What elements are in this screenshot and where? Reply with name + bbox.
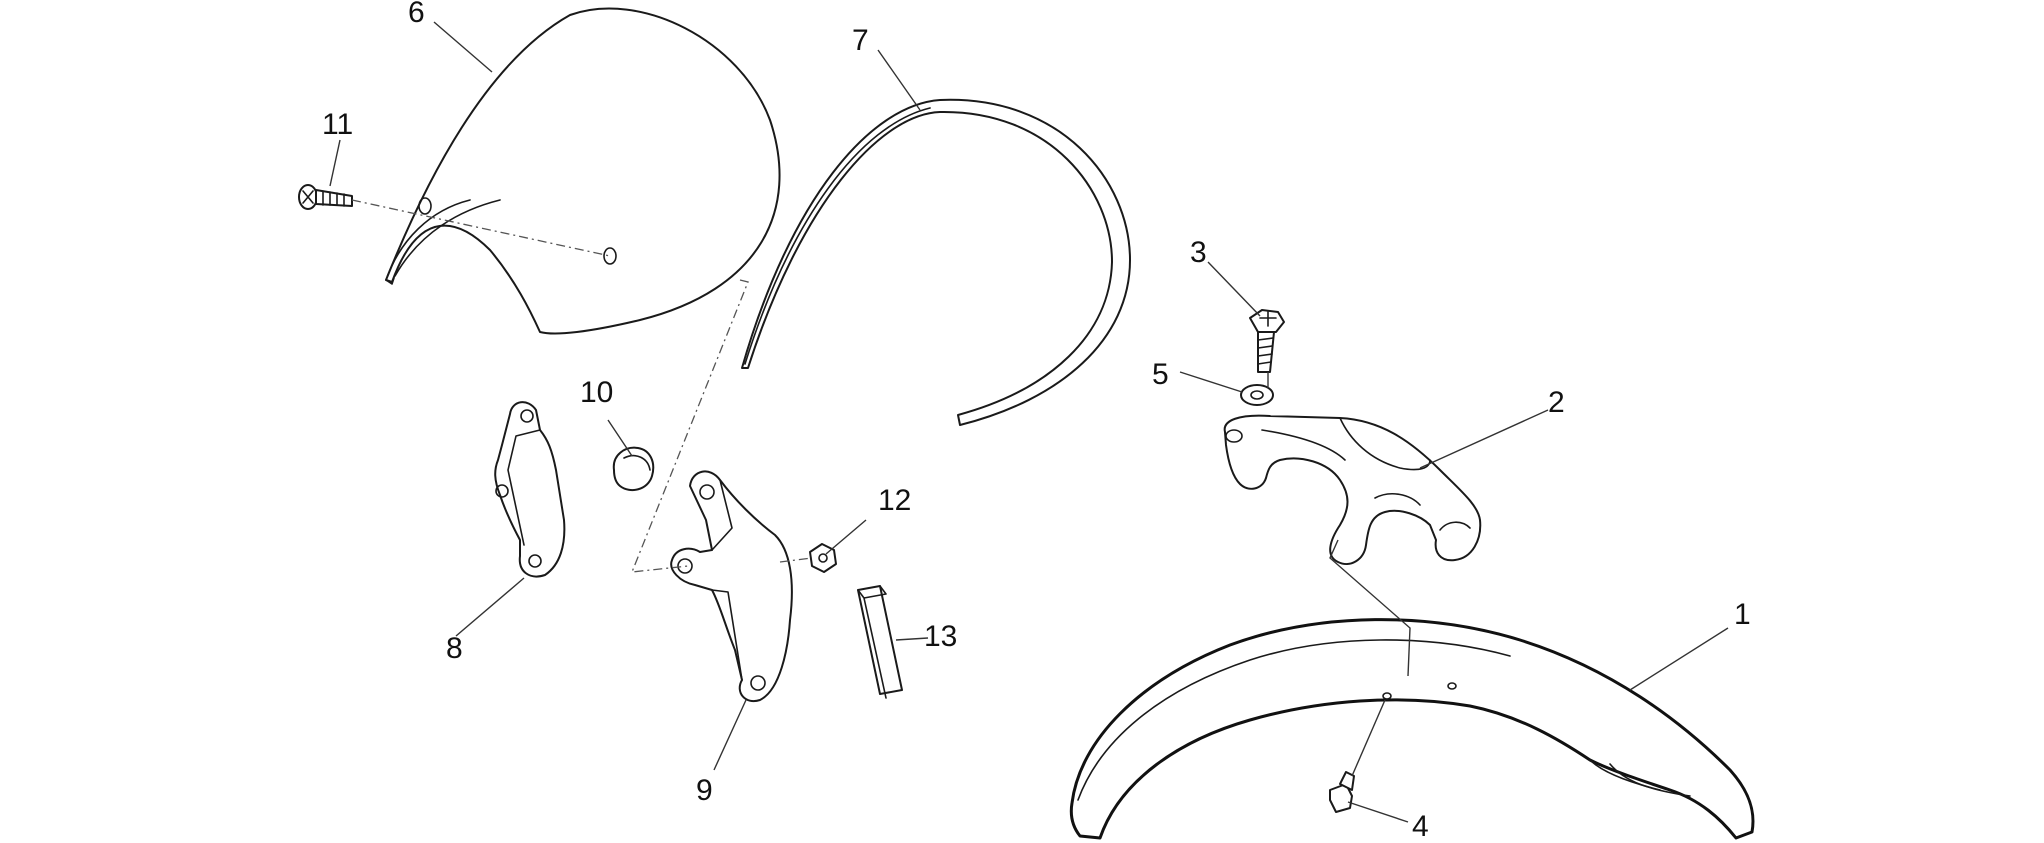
callout-3: 3 [1190,236,1207,269]
callout-9: 9 [696,774,713,807]
callout-leaders [329,21,1729,823]
washer-part[interactable] [1240,384,1274,406]
callout-7: 7 [852,24,869,57]
callout-2: 2 [1548,386,1565,419]
callout-11: 11 [322,108,353,141]
screw-part[interactable] [1329,771,1355,813]
rubber-pad-part[interactable] [857,585,903,699]
front-mudguard-part[interactable] [1069,618,1755,840]
callout-6: 6 [408,0,425,29]
callout-1: 1 [1734,598,1751,631]
callout-labels: 6 7 11 10 3 5 2 8 12 13 9 1 4 [322,0,1751,843]
left-windshield-bracket-part[interactable] [494,401,566,578]
mudguard-bracket-part[interactable] [1223,414,1482,565]
windshield-edge-trim-part[interactable] [741,98,1131,426]
callout-4: 4 [1412,810,1429,843]
callout-8: 8 [446,632,463,665]
windshield-part[interactable] [385,7,781,335]
callout-10: 10 [580,376,613,409]
rubber-grommet-part[interactable] [612,446,655,492]
bolt-part[interactable] [1249,309,1285,373]
callout-5: 5 [1152,358,1169,391]
callout-12: 12 [878,484,911,517]
right-windshield-bracket-part[interactable] [670,470,793,703]
windshield-screw-part[interactable] [298,184,353,210]
callout-13: 13 [924,620,957,653]
assembly-guide-lines [351,199,1411,777]
